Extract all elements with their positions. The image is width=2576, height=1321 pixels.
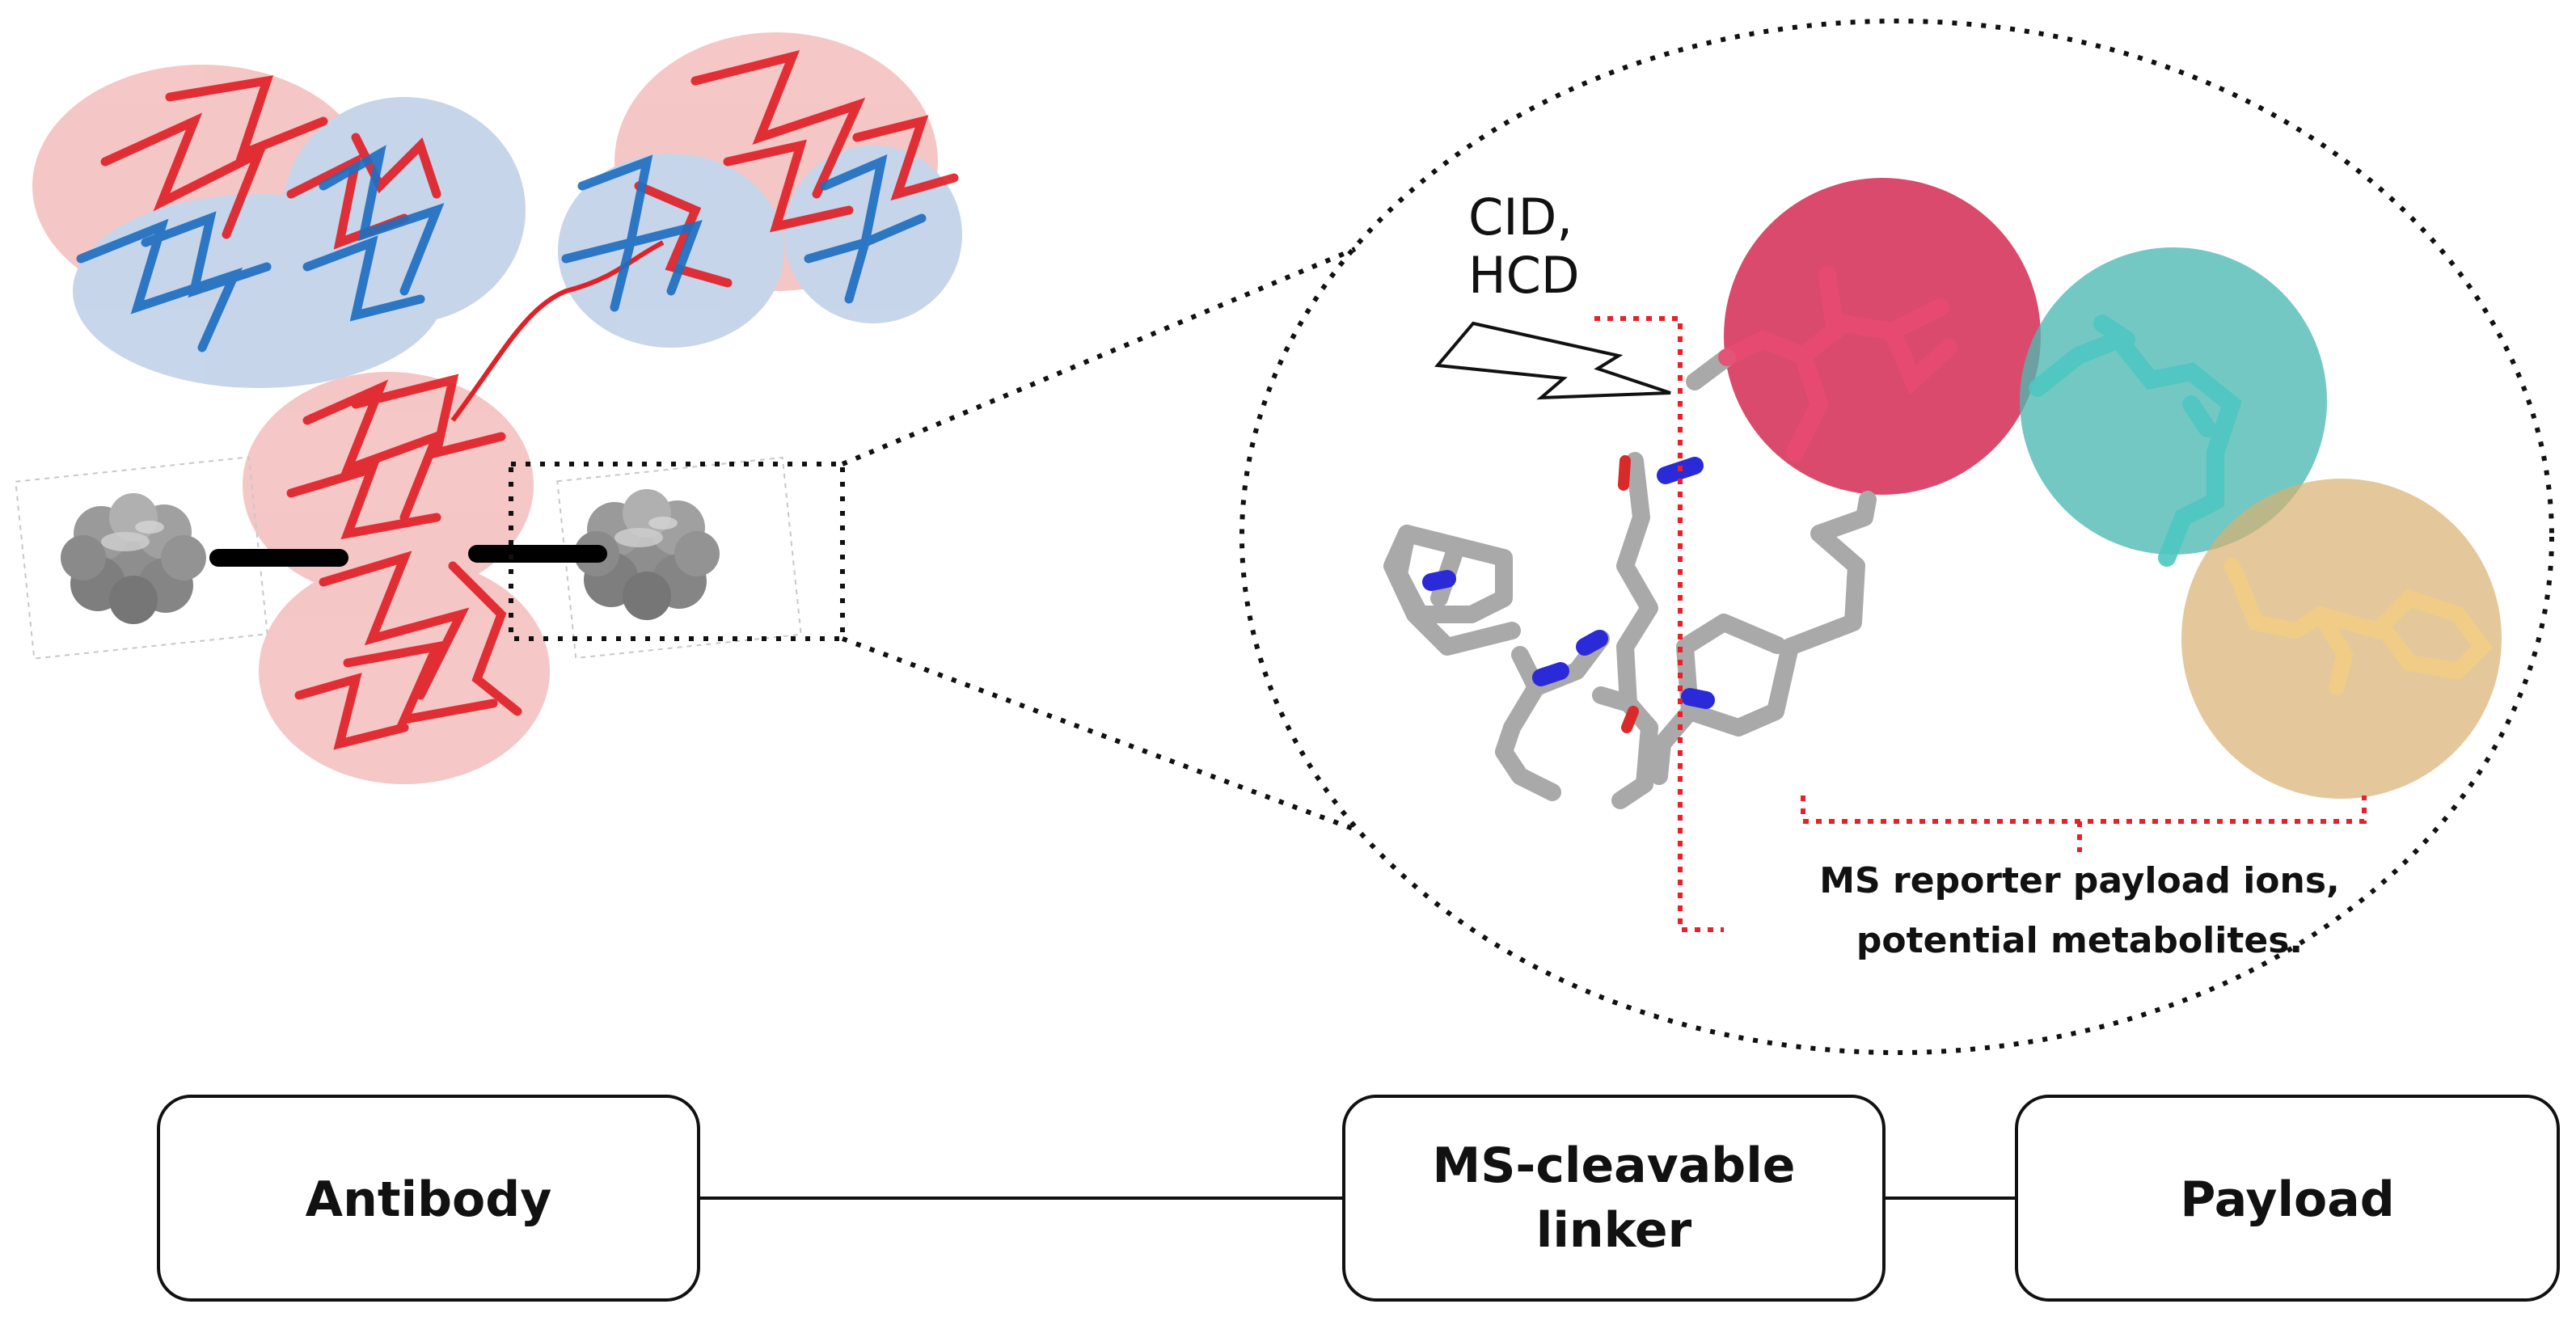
oxygen-atoms — [1618, 455, 1639, 733]
linker-box-label-line1: MS-cleavable — [1433, 1137, 1796, 1194]
payload-molecule-icon — [15, 456, 268, 660]
reporter-label-line1: MS reporter payload ions, — [1819, 860, 2340, 901]
reporter-ion-bracket — [1801, 796, 2367, 852]
zoom-inset: CID, HCD — [1239, 19, 2554, 1055]
payload-box-label: Payload — [2180, 1171, 2394, 1228]
payload-box — [2015, 1095, 2560, 1302]
linker-box — [1342, 1095, 1886, 1302]
fragmentation-label-line2: HCD — [1468, 246, 1580, 305]
spacer-fragment-sticks — [2029, 314, 2242, 567]
linker-fragment-sticks — [1718, 266, 1957, 462]
payload-molecule-icon — [556, 456, 802, 660]
payload-fragment-sticks — [2223, 558, 2494, 695]
lightning-bolt-icon — [1434, 321, 1671, 400]
antibody-box-label: Antibody — [306, 1171, 552, 1228]
molecule-stick-model — [1383, 348, 1877, 809]
zoom-ellipse — [1239, 19, 2554, 1055]
adc-schematic: Antibody MS-cleavable linker Payload — [157, 1095, 2560, 1302]
zoom-selection-box — [509, 462, 845, 641]
cleavage-site-bracket — [1594, 316, 1724, 932]
zoom-line-bottom — [841, 636, 1357, 832]
fragmentation-label-line1: CID, — [1468, 188, 1573, 247]
linker-box-label-line2: linker — [1536, 1202, 1692, 1259]
reporter-label-line2: potential metabolites. — [1856, 920, 2303, 961]
antibody-structure — [15, 32, 962, 784]
antibody-surface — [32, 32, 962, 784]
light-chain-ribbons — [76, 145, 927, 352]
heavy-chain-ribbons — [100, 50, 959, 750]
zoom-line-top — [841, 247, 1357, 466]
antibody-box — [157, 1095, 700, 1302]
